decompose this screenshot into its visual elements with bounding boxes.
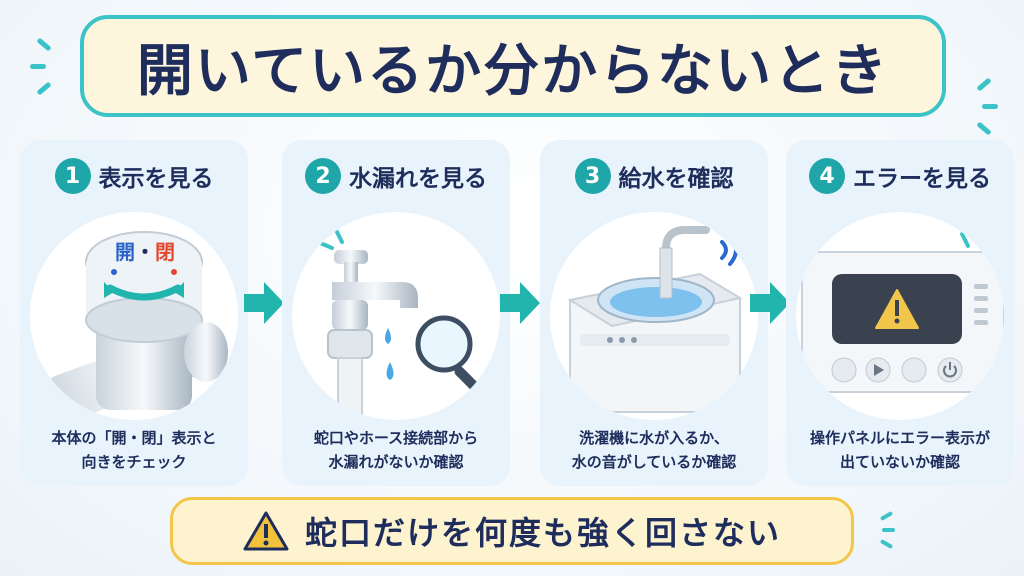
- step-card-4: 4 エラーを見る 操: [786, 140, 1014, 486]
- caption-line: 向きをチェック: [81, 453, 187, 471]
- control-panel-error-icon: [801, 232, 1004, 393]
- title-banner: 開いているか分からないとき: [80, 15, 946, 117]
- page-title: 開いているか分からないとき: [136, 38, 890, 104]
- label-separator: ・: [135, 240, 155, 264]
- step-card-3: 3 給水を確認 洗濯機に水が入るか、 水の音がしているか確認: [540, 140, 768, 486]
- step-caption: 洗濯機に水が入るか、 水の音がしているか確認: [540, 426, 768, 474]
- step-number-badge: 2: [305, 158, 341, 194]
- caption-line: 洗濯機に水が入るか、: [579, 429, 729, 447]
- step-illustration-circle: 開・閉: [30, 212, 238, 420]
- step-card-2: 2 水漏れを見る: [282, 140, 510, 486]
- step-header: 1 表示を見る: [20, 158, 248, 194]
- step-header: 2 水漏れを見る: [282, 158, 510, 194]
- step-title: 表示を見る: [98, 166, 214, 192]
- step-title: エラーを見る: [853, 166, 991, 192]
- step-card-1: 1 表示を見る: [20, 140, 248, 486]
- step-number-badge: 3: [574, 158, 611, 194]
- step-header: 3 給水を確認: [540, 158, 768, 194]
- step-caption: 蛇口やホース接続部から 水漏れがないか確認: [282, 426, 510, 474]
- close-label: 閉: [155, 240, 175, 264]
- arrow-right-icon: [500, 282, 540, 324]
- valve-label-row: 開・閉: [100, 236, 190, 265]
- arrow-right-icon: [750, 282, 790, 324]
- step-number-badge: 4: [809, 158, 845, 194]
- step-illustration-circle: [796, 212, 1004, 420]
- caption-line: 出ていないか確認: [839, 453, 960, 471]
- title-sparkle-right: [960, 77, 1000, 138]
- step-number-badge: 1: [54, 158, 91, 194]
- step-illustration-circle: [550, 212, 758, 420]
- arrow-right-icon: [244, 282, 284, 324]
- warning-sparkle-right: [879, 510, 900, 550]
- step-caption: 操作パネルにエラー表示が 出ていないか確認: [786, 426, 1014, 474]
- caption-line: 本体の「開・閉」表示と: [51, 429, 217, 447]
- step-title: 水漏れを見る: [349, 166, 487, 192]
- step-header: 4 エラーを見る: [786, 158, 1014, 194]
- step-caption: 本体の「開・閉」表示と 向きをチェック: [20, 426, 248, 474]
- washing-machine-icon: [567, 226, 743, 413]
- caption-line: 操作パネルにエラー表示が: [809, 429, 990, 447]
- caption-line: 水漏れがないか確認: [328, 453, 464, 471]
- step-title: 給水を確認: [618, 166, 734, 192]
- faucet-valve-icon: [42, 231, 228, 420]
- open-label: 開: [115, 240, 135, 264]
- warning-text: 蛇口だけを何度も強く回さない: [304, 514, 781, 552]
- faucet-leak-magnifier-icon: [316, 228, 480, 420]
- warning-banner: 蛇口だけを何度も強く回さない: [170, 497, 854, 565]
- step-illustration-circle: [292, 212, 500, 420]
- warning-triangle-icon: [243, 511, 289, 551]
- caption-line: 蛇口やホース接続部から: [313, 429, 479, 447]
- caption-line: 水の音がしているか確認: [571, 453, 737, 471]
- title-sparkle-left: [30, 37, 70, 98]
